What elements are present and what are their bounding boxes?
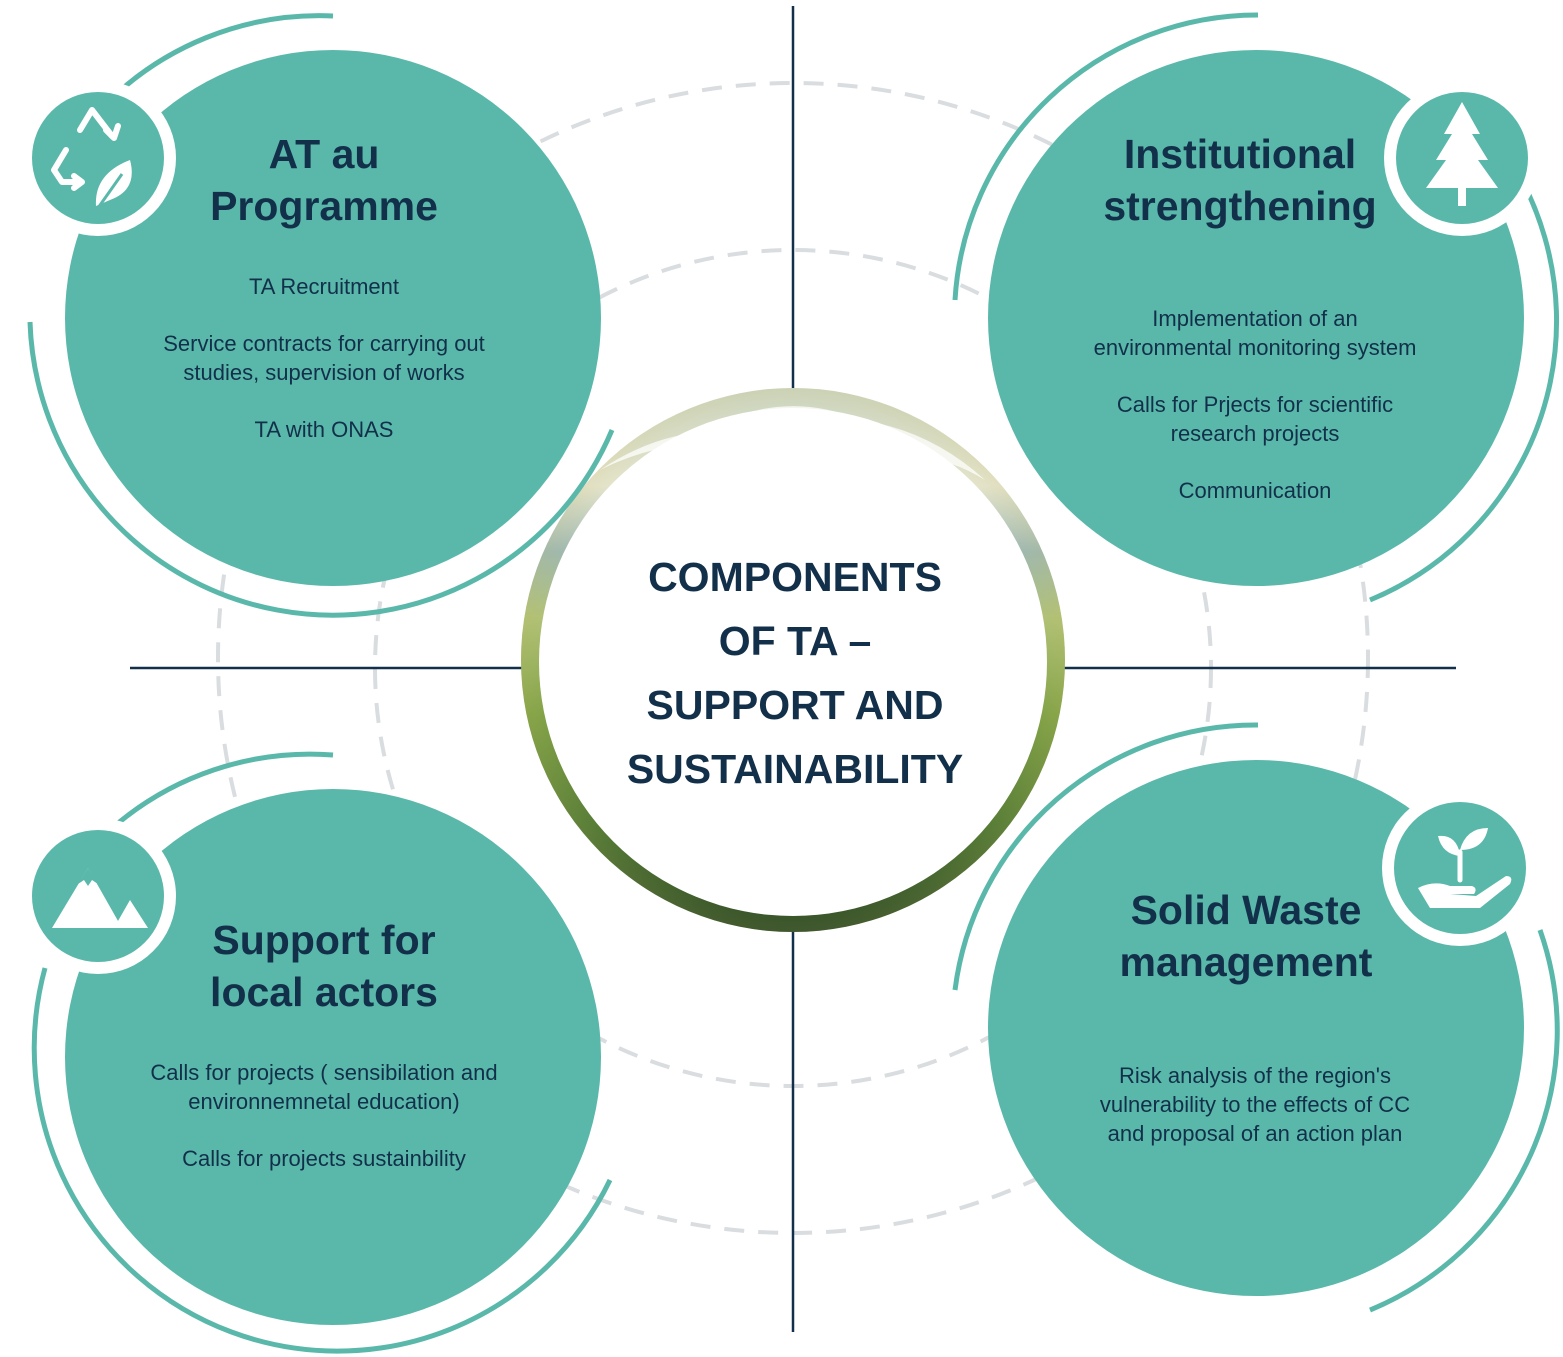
component-item: Calls for projects ( sensibilation and e… [150, 1060, 498, 1114]
center-title: COMPONENTS OF TA – SUPPORT AND SUSTAINAB… [560, 545, 1030, 801]
pine-tree-icon [1382, 78, 1542, 238]
center-title-line: SUSTAINABILITY [626, 746, 964, 792]
component-item: Implementation of an environmental monit… [1093, 306, 1417, 360]
component-title-institutional-strengthening: Institutional strengthening [1040, 128, 1440, 232]
component-title-line: strengthening [1103, 183, 1377, 229]
component-title-line: Institutional [1123, 131, 1357, 177]
center-title-line: OF TA – [718, 618, 872, 664]
component-items-support-for-local-actors: Calls for projects ( sensibilation and e… [94, 1058, 554, 1201]
component-title-at-au-programme: AT au Programme [144, 128, 504, 232]
component-items-solid-waste-management: Risk analysis of the region's vulnerabil… [1035, 1061, 1475, 1176]
center-image-ring [521, 388, 1065, 932]
component-title-solid-waste-management: Solid Waste management [1066, 884, 1426, 988]
component-title-line: Solid Waste [1130, 887, 1362, 933]
component-items-institutional-strengthening: Implementation of an environmental monit… [1035, 304, 1475, 533]
component-item: TA with ONAS [254, 417, 394, 442]
recycle-leaf-icon [18, 78, 178, 238]
circle-top-left [27, 13, 615, 618]
component-item: Communication [1178, 478, 1332, 503]
component-title-line: Programme [210, 183, 438, 229]
component-item: Risk analysis of the region's vulnerabil… [1099, 1063, 1411, 1146]
component-title-line: AT au [268, 131, 380, 177]
component-items-at-au-programme: TA Recruitment Service contracts for car… [104, 272, 544, 472]
component-item: Calls for projects sustainbility [182, 1146, 466, 1171]
component-title-line: Support for [212, 917, 436, 963]
component-title-support-for-local-actors: Support for local actors [144, 914, 504, 1018]
component-title-line: local actors [210, 969, 438, 1015]
component-item: Service contracts for carrying out studi… [163, 331, 485, 385]
component-title-line: management [1119, 939, 1373, 985]
mountain-icon [18, 816, 178, 976]
component-item: Calls for Prjects for scientific researc… [1116, 392, 1394, 446]
hand-plant-icon [1380, 788, 1540, 948]
component-item: TA Recruitment [249, 274, 399, 299]
center-title-line: SUPPORT AND [646, 682, 944, 728]
center-title-line: COMPONENTS [648, 554, 942, 600]
circle-bottom-left [31, 751, 613, 1354]
